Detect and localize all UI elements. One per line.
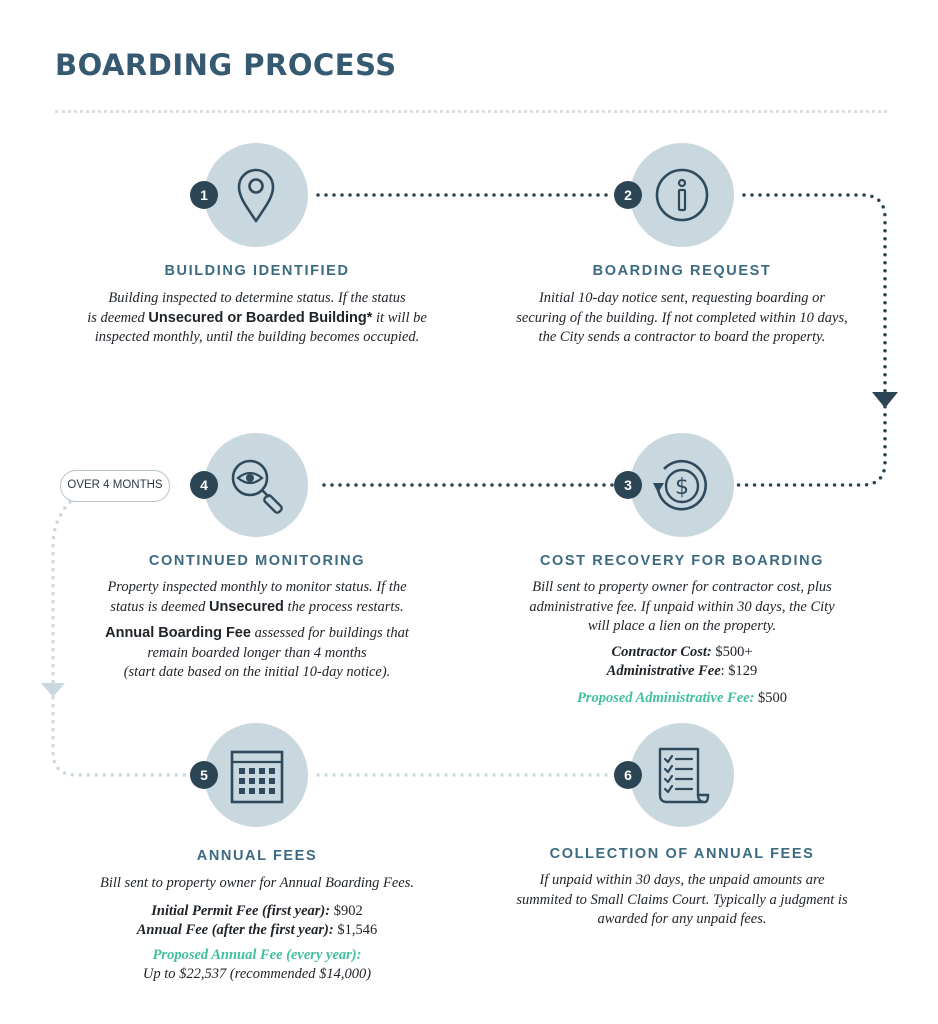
location-pin-icon — [237, 168, 275, 223]
step-3-description: Bill sent to property owner for contract… — [529, 579, 835, 634]
step-4-circle — [204, 433, 308, 537]
connector-2-3 — [710, 193, 887, 487]
step-5-proposed-fee-label: Proposed Annual Fee (every year): — [152, 947, 362, 963]
step-4-description: Property inspected monthly to monitor st… — [107, 579, 407, 615]
step-6-heading: COLLECTION OF ANNUAL FEES — [549, 846, 815, 862]
arrow-down-icon — [872, 392, 898, 408]
step-6-badge: 6 — [614, 761, 642, 789]
step-1-description: Building inspected to determine status. … — [87, 290, 427, 345]
step-5-description: Bill sent to property owner for Annual B… — [99, 875, 414, 891]
over-4-months-tag: OVER 4 MONTHS — [60, 470, 170, 502]
calendar-icon — [230, 750, 284, 804]
title-divider — [55, 110, 887, 113]
info-icon — [655, 168, 709, 222]
step-4-annual-fee-note: Annual Boarding Fee assessed for buildin… — [105, 625, 409, 680]
step-5-annual-fee: Annual Fee (after the first year): $1,54… — [136, 922, 378, 938]
step-3-administrative-fee: Administrative Fee: $129 — [606, 663, 758, 679]
checklist-scroll-icon — [658, 747, 710, 804]
step-5-heading: ANNUAL FEES — [196, 848, 318, 864]
step-6-circle — [630, 723, 734, 827]
step-3-badge: 3 — [614, 471, 642, 499]
step-4-heading: CONTINUED MONITORING — [148, 553, 366, 569]
step-1-heading: BUILDING IDENTIFIED — [164, 263, 350, 279]
step-5-circle — [204, 723, 308, 827]
arrow-down-light-icon — [41, 683, 65, 697]
step-3-contractor-cost: Contractor Cost: $500+ — [611, 644, 753, 660]
magnifier-eye-icon — [231, 459, 283, 514]
page-title: BOARDING PROCESS — [55, 48, 397, 82]
dollar-cycle-icon: $ — [653, 459, 707, 511]
step-4-badge: 4 — [190, 471, 218, 499]
step-2-heading: BOARDING REQUEST — [592, 263, 772, 279]
step-6-description: If unpaid within 30 days, the unpaid amo… — [516, 872, 848, 927]
step-2-description: Initial 10-day notice sent, requesting b… — [516, 290, 848, 345]
step-3-circle — [630, 433, 734, 537]
connector-4-5 — [51, 500, 190, 777]
svg-text:$: $ — [675, 475, 689, 500]
step-2-circle — [630, 143, 734, 247]
step-5-badge: 5 — [190, 761, 218, 789]
step-5-initial-permit-fee: Initial Permit Fee (first year): $902 — [151, 903, 363, 919]
step-2-badge: 2 — [614, 181, 642, 209]
step-1-circle — [204, 143, 308, 247]
step-5-proposed-fee-value: Up to $22,537 (recommended $14,000) — [142, 966, 372, 982]
step-1-badge: 1 — [190, 181, 218, 209]
step-3-heading: COST RECOVERY FOR BOARDING — [539, 553, 825, 569]
step-3-proposed-fee: Proposed Administrative Fee: $500 — [576, 690, 788, 706]
